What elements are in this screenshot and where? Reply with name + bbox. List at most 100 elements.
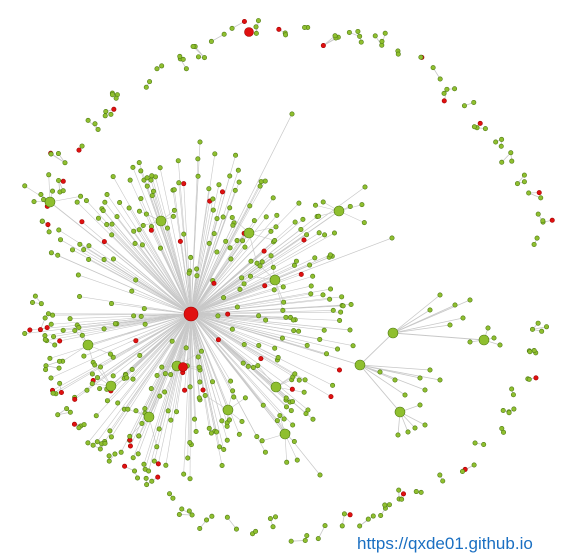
graph-node (396, 487, 402, 493)
highlighted-node (72, 396, 78, 402)
graph-node (262, 449, 268, 455)
graph-node (131, 313, 137, 319)
graph-node (77, 294, 83, 300)
graph-node (452, 86, 458, 92)
graph-edge (134, 243, 192, 315)
graph-node (257, 263, 263, 269)
graph-node (242, 395, 248, 401)
graph-edge (93, 313, 192, 381)
highlighted-node (298, 271, 304, 277)
graph-node (270, 195, 276, 201)
graph-edge (190, 313, 306, 381)
graph-node (251, 218, 257, 224)
graph-node (322, 523, 328, 529)
graph-node (540, 218, 546, 224)
graph-node (346, 29, 352, 35)
graph-node (452, 302, 458, 308)
graph-node (272, 345, 278, 351)
highlighted-node (71, 421, 77, 427)
graph-node (253, 30, 259, 36)
graph-edge (151, 175, 192, 315)
graph-node (234, 238, 240, 244)
graph-node (110, 174, 116, 180)
graph-edge (46, 313, 192, 341)
graph-node (151, 458, 157, 464)
highlighted-node (57, 338, 63, 344)
graph-edge (117, 313, 192, 404)
graph-node (327, 296, 333, 302)
highlighted-node (111, 106, 117, 112)
graph-edge (190, 313, 225, 450)
graph-node (240, 360, 246, 366)
watermark-url[interactable]: https://qxde01.github.io (357, 534, 533, 553)
graph-edge (155, 176, 192, 315)
graph-node (467, 339, 473, 345)
graph-node (89, 371, 95, 377)
graph-node (482, 126, 488, 132)
graph-node (22, 183, 28, 189)
graph-node (230, 388, 236, 394)
graph-edge (190, 313, 333, 386)
graph-node (301, 389, 307, 395)
graph-node (347, 203, 353, 209)
graph-node (39, 218, 45, 224)
graph-node (320, 199, 326, 205)
graph-edge (151, 230, 192, 315)
highlighted-node (148, 227, 154, 233)
graph-node (304, 342, 310, 348)
graph-node (274, 418, 280, 424)
highlighted-node (79, 219, 85, 225)
highlighted-node (44, 325, 50, 331)
graph-edge (190, 313, 200, 398)
graph-node (288, 538, 294, 544)
graph-node (168, 417, 174, 423)
graph-edge (159, 167, 192, 315)
graph-node (180, 56, 186, 62)
graph-edge (86, 200, 192, 315)
highlighted-node (241, 18, 247, 24)
graph-edge (184, 313, 192, 391)
graph-node (163, 462, 169, 468)
graph-edge (137, 313, 192, 454)
graph-node (308, 283, 314, 289)
graph-node (310, 416, 316, 422)
graph-edge (190, 304, 352, 315)
graph-node (427, 307, 433, 313)
graph-node (229, 25, 235, 31)
graph-node (209, 513, 215, 519)
graph-node (283, 404, 289, 410)
graph-node (485, 325, 491, 331)
highlighted-node (477, 120, 483, 126)
graph-node (162, 371, 168, 377)
graph-node (305, 407, 311, 413)
graph-node (131, 228, 137, 234)
graph-edge (143, 313, 192, 465)
graph-node (105, 380, 117, 392)
graph-node (312, 255, 318, 261)
graph-node (508, 150, 514, 156)
graph-node (242, 244, 248, 250)
graph-node (222, 404, 234, 416)
graph-node (233, 152, 239, 158)
graph-node (511, 406, 517, 412)
graph-node (168, 372, 174, 378)
graph-node (106, 453, 112, 459)
graph-node (109, 232, 115, 238)
graph-node (500, 407, 506, 413)
graph-node (497, 342, 503, 348)
graph-node (535, 211, 541, 217)
graph-node (47, 355, 53, 361)
graph-edge (158, 313, 192, 464)
graph-node (86, 256, 92, 262)
graph-node (527, 349, 533, 355)
graph-edge (190, 313, 340, 371)
graph-edge (104, 241, 192, 315)
graph-edge (144, 313, 192, 470)
graph-node (48, 375, 54, 381)
graph-node (220, 214, 226, 220)
graph-node (183, 345, 189, 351)
graph-node (132, 240, 138, 246)
graph-edge (359, 364, 401, 413)
graph-node (292, 219, 298, 225)
graph-node (214, 249, 220, 255)
